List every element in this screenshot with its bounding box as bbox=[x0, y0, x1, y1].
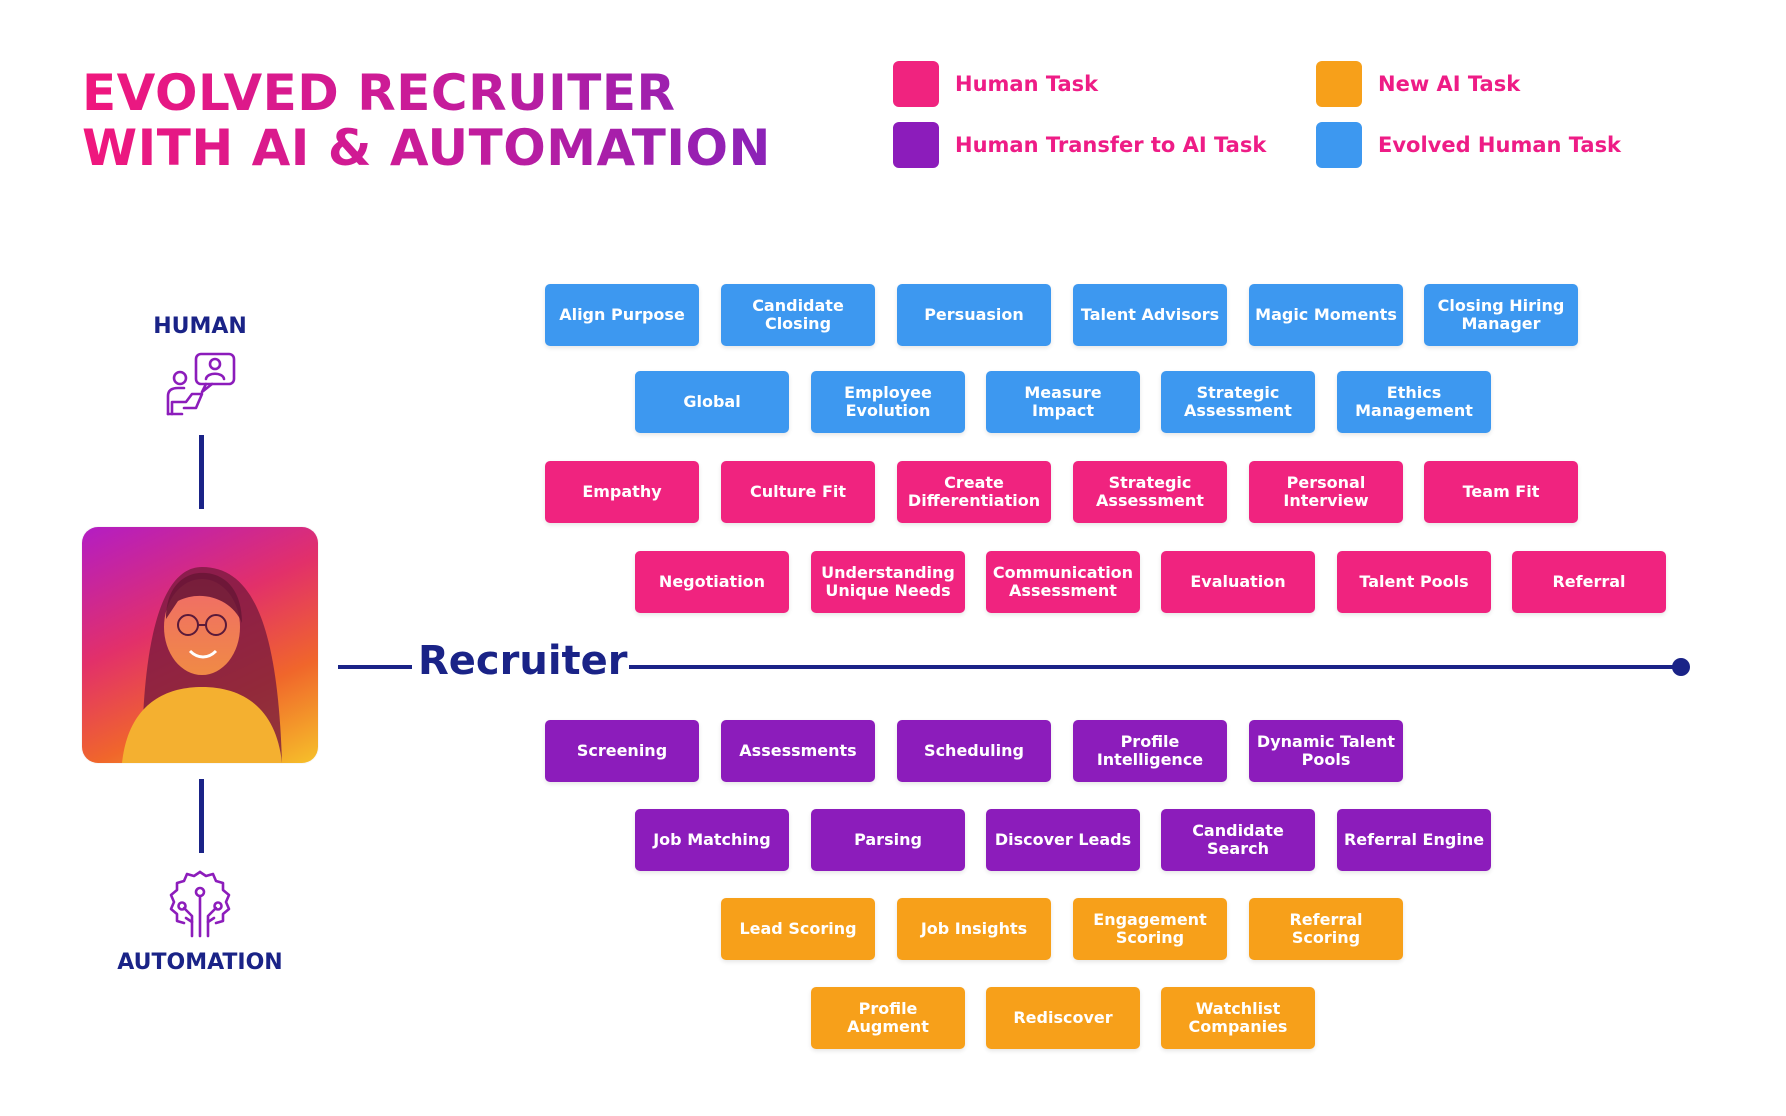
recruiter-portrait bbox=[122, 567, 282, 763]
title-line-2: WITH AI & AUTOMATION bbox=[82, 119, 771, 177]
legend-new-ai-task: New AI Task bbox=[1316, 61, 1520, 107]
task-human-personal-interview: Personal Interview bbox=[1249, 461, 1403, 523]
task-transfer-dynamic-talent-pools: Dynamic Talent Pools bbox=[1249, 720, 1403, 782]
task-evolved-employee-evolution: Employee Evolution bbox=[811, 371, 965, 433]
task-ai-lead-scoring: Lead Scoring bbox=[721, 898, 875, 960]
spine-left-segment bbox=[338, 665, 412, 669]
task-evolved-strategic-assessment: Strategic Assessment bbox=[1161, 371, 1315, 433]
legend-human-transfer-to-ai-task: Human Transfer to AI Task bbox=[893, 122, 1266, 168]
human-icon bbox=[166, 352, 236, 416]
automation-connector-line bbox=[199, 779, 204, 853]
task-transfer-parsing: Parsing bbox=[811, 809, 965, 871]
title-line-1: EVOLVED RECRUITER bbox=[82, 64, 676, 122]
legend-human-task: Human Task bbox=[893, 61, 1098, 107]
task-human-empathy: Empathy bbox=[545, 461, 699, 523]
spine-right-segment bbox=[629, 665, 1681, 669]
task-ai-profile-augment: Profile Augment bbox=[811, 987, 965, 1049]
task-transfer-discover-leads: Discover Leads bbox=[986, 809, 1140, 871]
task-human-evaluation: Evaluation bbox=[1161, 551, 1315, 613]
task-ai-rediscover: Rediscover bbox=[986, 987, 1140, 1049]
task-human-create-differentiation: Create Differentiation bbox=[897, 461, 1051, 523]
task-evolved-align-purpose: Align Purpose bbox=[545, 284, 699, 346]
legend-label: Human Transfer to AI Task bbox=[955, 133, 1267, 157]
legend-swatch-transfer bbox=[893, 122, 939, 168]
recruiter-photo bbox=[82, 527, 318, 763]
task-evolved-persuasion: Persuasion bbox=[897, 284, 1051, 346]
task-transfer-job-matching: Job Matching bbox=[635, 809, 789, 871]
task-transfer-candidate-search: Candidate Search bbox=[1161, 809, 1315, 871]
task-transfer-screening: Screening bbox=[545, 720, 699, 782]
task-transfer-referral-engine: Referral Engine bbox=[1337, 809, 1491, 871]
task-evolved-talent-advisors: Talent Advisors bbox=[1073, 284, 1227, 346]
task-evolved-measure-impact: Measure Impact bbox=[986, 371, 1140, 433]
task-evolved-magic-moments: Magic Moments bbox=[1249, 284, 1403, 346]
legend-label: New AI Task bbox=[1378, 72, 1521, 96]
task-evolved-global: Global bbox=[635, 371, 789, 433]
task-ai-referral-scoring: Referral Scoring bbox=[1249, 898, 1403, 960]
page-title: EVOLVED RECRUITER WITH AI & AUTOMATION bbox=[82, 66, 771, 176]
legend-swatch-evolved bbox=[1316, 122, 1362, 168]
legend-label: Evolved Human Task bbox=[1378, 133, 1622, 157]
automation-label: AUTOMATION bbox=[117, 950, 283, 975]
task-human-negotiation: Negotiation bbox=[635, 551, 789, 613]
legend-evolved-human-task: Evolved Human Task bbox=[1316, 122, 1621, 168]
task-evolved-ethics-management: Ethics Management bbox=[1337, 371, 1491, 433]
task-human-communication-assessment: Communication Assessment bbox=[986, 551, 1140, 613]
task-human-referral: Referral bbox=[1512, 551, 1666, 613]
task-human-talent-pools: Talent Pools bbox=[1337, 551, 1491, 613]
human-connector-line bbox=[199, 435, 204, 509]
recruiter-label: Recruiter bbox=[418, 638, 628, 684]
automation-icon bbox=[169, 870, 231, 938]
task-transfer-scheduling: Scheduling bbox=[897, 720, 1051, 782]
spine-end-dot bbox=[1672, 658, 1690, 676]
task-evolved-candidate-closing: Candidate Closing bbox=[721, 284, 875, 346]
task-human-strategic-assessment: Strategic Assessment bbox=[1073, 461, 1227, 523]
task-transfer-profile-intelligence: Profile Intelligence bbox=[1073, 720, 1227, 782]
task-ai-job-insights: Job Insights bbox=[897, 898, 1051, 960]
task-ai-watchlist-companies: Watchlist Companies bbox=[1161, 987, 1315, 1049]
legend-swatch-new-ai-task bbox=[1316, 61, 1362, 107]
task-transfer-assessments: Assessments bbox=[721, 720, 875, 782]
task-evolved-closing-hiring-manager: Closing Hiring Manager bbox=[1424, 284, 1578, 346]
task-human-team-fit: Team Fit bbox=[1424, 461, 1578, 523]
task-ai-engagement-scoring: Engagement Scoring bbox=[1073, 898, 1227, 960]
human-label: HUMAN bbox=[153, 314, 247, 339]
legend-swatch-human-task bbox=[893, 61, 939, 107]
legend-label: Human Task bbox=[955, 72, 1099, 96]
task-human-culture-fit: Culture Fit bbox=[721, 461, 875, 523]
task-human-understanding-unique-needs: Understanding Unique Needs bbox=[811, 551, 965, 613]
